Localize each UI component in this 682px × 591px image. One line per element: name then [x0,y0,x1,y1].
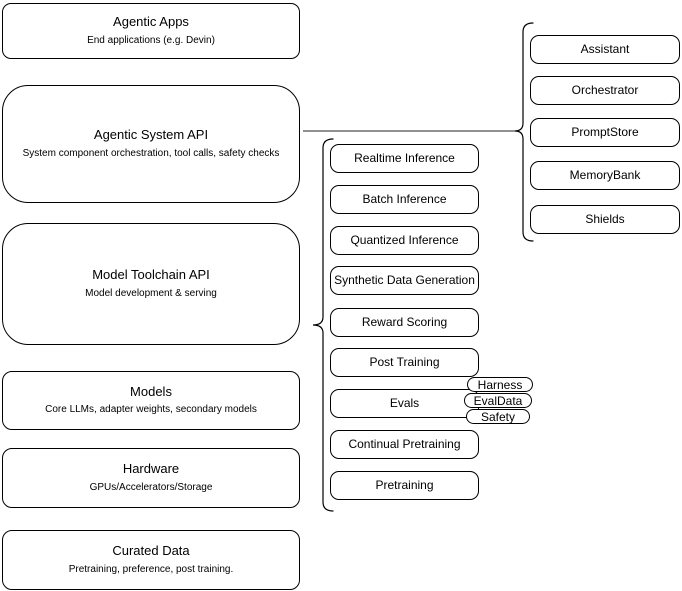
node-pretraining: Pretraining [330,471,479,500]
node-quantized-inference: Quantized Inference [330,226,479,255]
node-title: Agentic System API [93,127,209,143]
node-shields: Shields [530,205,680,234]
node-model-toolchain-api: Model Toolchain API Model development & … [2,223,300,345]
tag-harness: Harness [467,377,533,392]
node-subtitle: Model development & serving [85,287,217,299]
node-synthetic-data-generation: Synthetic Data Generation [330,266,479,295]
node-title: Agentic Apps [113,14,189,30]
node-continual-pretraining: Continual Pretraining [330,430,479,459]
tag-evaldata: EvalData [464,393,532,408]
node-subtitle: End applications (e.g. Devin) [87,34,215,46]
node-title: Curated Data [112,543,190,559]
node-agentic-system-api: Agentic System API System component orch… [2,85,300,203]
node-title: Model Toolchain API [92,267,210,283]
node-subtitle: GPUs/Accelerators/Storage [89,481,213,493]
node-realtime-inference: Realtime Inference [330,144,479,173]
node-reward-scoring: Reward Scoring [330,308,479,337]
node-curated-data: Curated Data Pretraining, preference, po… [2,530,300,590]
node-assistant: Assistant [530,35,680,64]
node-subtitle: Pretraining, preference, post training. [68,563,234,575]
node-models: Models Core LLMs, adapter weights, secon… [2,371,300,430]
node-agentic-apps: Agentic Apps End applications (e.g. Devi… [2,3,300,59]
node-promptstore: PromptStore [530,118,680,147]
tag-safety: Safety [466,409,530,424]
node-post-training: Post Training [330,348,479,377]
node-subtitle: Core LLMs, adapter weights, secondary mo… [45,404,257,416]
node-memorybank: MemoryBank [530,161,680,190]
node-batch-inference: Batch Inference [330,185,479,214]
node-hardware: Hardware GPUs/Accelerators/Storage [2,448,300,508]
node-title: Models [130,383,172,399]
node-title: Hardware [122,461,180,477]
node-subtitle: System component orchestration, tool cal… [22,147,280,159]
node-orchestrator: Orchestrator [530,76,680,105]
node-evals: Evals [330,389,479,418]
